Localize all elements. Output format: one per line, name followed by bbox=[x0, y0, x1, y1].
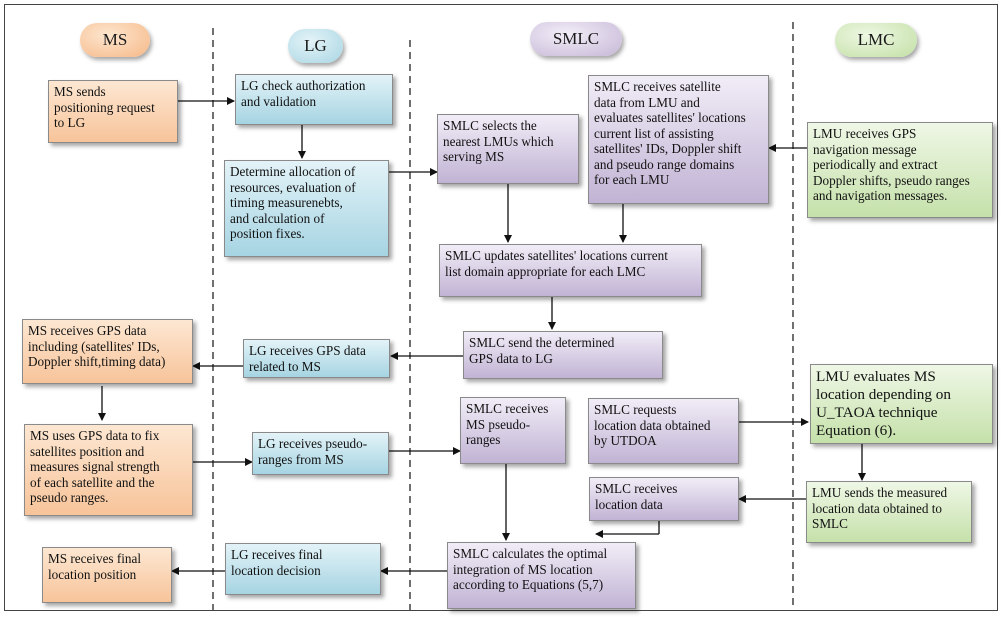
ms-receives-gps-box: MS receives GPS data including (satellit… bbox=[22, 319, 193, 384]
lmu-sends-location-box: LMU sends the measured location data obt… bbox=[806, 481, 972, 543]
smlc-updates-locations-box: SMLC updates satellites' locations curre… bbox=[439, 244, 702, 297]
lane-header-lg: LG bbox=[288, 29, 343, 63]
smlc-requests-location-box: SMLC requests location data obtained by … bbox=[588, 398, 739, 464]
ms-receives-final-box: MS receives final location position bbox=[42, 547, 172, 603]
lane-header-ms: MS bbox=[80, 23, 150, 57]
diagram-frame bbox=[4, 4, 998, 611]
smlc-calculates-integration-box: SMLC calculates the optimal integration … bbox=[447, 542, 636, 609]
lg-receives-final-box: LG receives final location decision bbox=[225, 543, 381, 595]
ms-sends-request-box: MS sends positioning request to LG bbox=[48, 80, 178, 143]
ms-uses-gps-box: MS uses GPS data to fix satellites posit… bbox=[24, 424, 193, 516]
lg-determine-allocation-box: Determine allocation of resources, evalu… bbox=[224, 160, 389, 257]
smlc-receives-pseudo-box: SMLC receives MS pseudo- ranges bbox=[460, 397, 566, 464]
lg-check-authorization-box: LG check authorization and validation bbox=[235, 74, 393, 125]
lane-header-smlc: SMLC bbox=[530, 22, 622, 56]
smlc-receives-satellite-data-box: SMLC receives satellite data from LMU an… bbox=[588, 75, 769, 204]
lmu-evaluates-location-box: LMU evaluates MS location depending on U… bbox=[810, 364, 993, 444]
smlc-selects-lmus-box: SMLC selects the nearest LMUs which serv… bbox=[437, 114, 579, 184]
lg-receives-gps-box: LG receives GPS data related to MS bbox=[243, 339, 390, 378]
lmu-receives-gps-box: LMU receives GPS navigation message peri… bbox=[807, 122, 993, 218]
lg-receives-pseudo-box: LG receives pseudo- ranges from MS bbox=[252, 432, 389, 475]
smlc-receives-location-box: SMLC receives location data bbox=[589, 477, 739, 521]
smlc-sends-gps-box: SMLC send the determined GPS data to LG bbox=[463, 331, 663, 379]
lane-header-lmc: LMC bbox=[835, 23, 917, 57]
